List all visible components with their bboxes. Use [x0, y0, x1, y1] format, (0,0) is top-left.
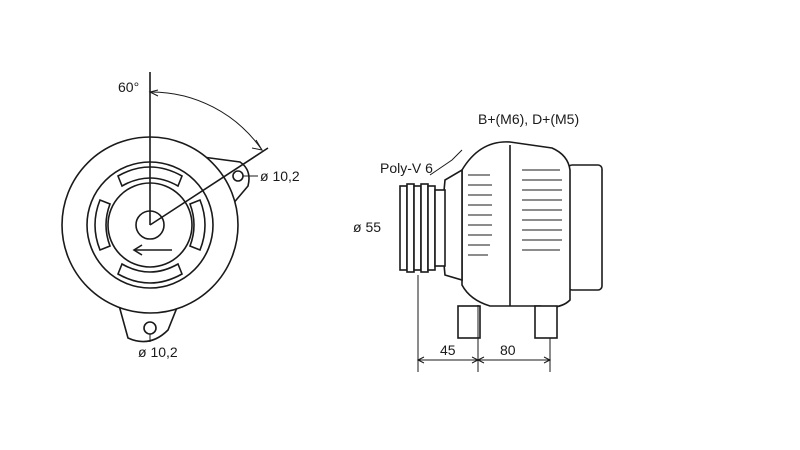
leader-belt — [429, 149, 463, 176]
mount-foot-right — [534, 305, 558, 339]
angle-arc — [149, 91, 263, 151]
label-belt: Poly-V 6 — [380, 160, 433, 176]
vent-slot-right — [188, 198, 206, 252]
vent-slot-bottom — [116, 262, 184, 284]
angle-arrow-left — [148, 89, 159, 97]
center-axis-angled — [149, 147, 269, 226]
vent-slot-top — [116, 166, 184, 188]
vent-slot-left — [94, 198, 112, 252]
dim-arrow-4 — [543, 356, 552, 364]
dim-arrow-3 — [476, 356, 485, 364]
label-connectors: B+(M6), D+(M5) — [478, 111, 579, 127]
label-dim-80: 80 — [500, 342, 516, 358]
cooling-fins-rear — [522, 169, 562, 251]
dim-arrow-1 — [416, 356, 425, 364]
label-hole-top: ø 10,2 — [260, 168, 300, 184]
label-hole-bottom: ø 10,2 — [138, 344, 178, 360]
poly-v-pulley — [399, 183, 446, 273]
rotation-arrow-head — [132, 244, 143, 256]
mount-foot-left — [457, 305, 481, 339]
cooling-fins-front — [468, 174, 492, 256]
label-angle: 60° — [118, 79, 139, 95]
rear-cover — [567, 164, 603, 291]
front-view — [61, 72, 269, 343]
side-view — [399, 141, 603, 372]
label-dim-45: 45 — [440, 342, 456, 358]
angle-arrow-right — [251, 139, 264, 151]
side-housing — [461, 141, 571, 308]
label-pulley-diameter: ø 55 — [353, 219, 381, 235]
